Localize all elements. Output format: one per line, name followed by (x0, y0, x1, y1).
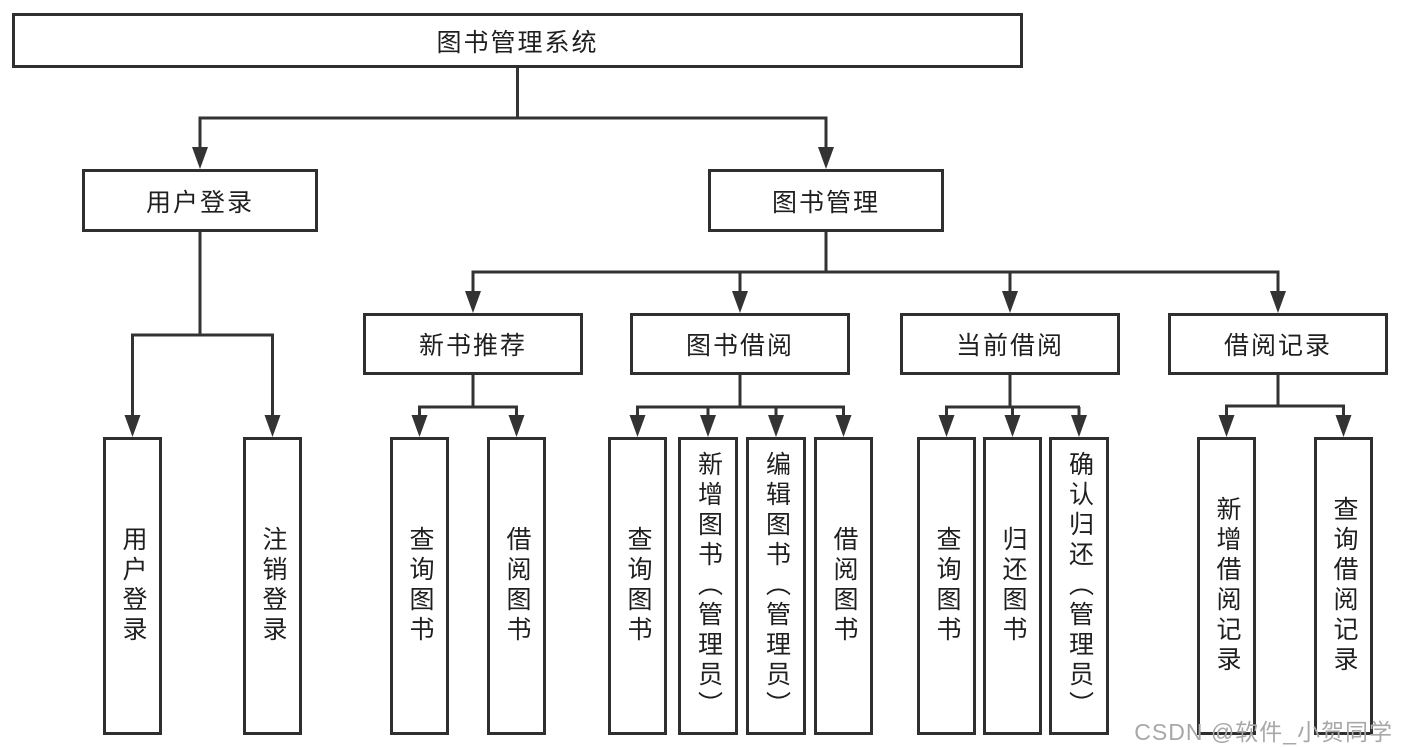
node-leaf-borrow-books-1-label: 借阅图书 (503, 526, 531, 646)
connector-bookborrow-to-leaves (636, 375, 845, 416)
arrowhead (768, 415, 784, 437)
node-leaf-query-books-1: 查询图书 (390, 437, 449, 735)
node-book-management-label: 图书管理 (771, 188, 880, 217)
node-leaf-query-books-2-label: 查询图书 (624, 526, 652, 646)
node-leaf-confirm-return-admin-label: 确认归还（管理员） (1065, 451, 1094, 721)
arrowhead (1270, 291, 1286, 313)
node-leaf-confirm-return-admin: 确认归还（管理员） (1049, 437, 1109, 735)
node-leaf-add-book-admin-label: 新增图书（管理员） (694, 451, 723, 721)
node-leaf-user-login-label: 用户登录 (119, 526, 147, 646)
watermark-text: CSDN @软件_小贺同学 (1134, 719, 1393, 745)
node-root-label: 图书管理系统 (436, 28, 599, 57)
node-leaf-edit-book-admin-label: 编辑图书（管理员） (762, 451, 791, 721)
node-leaf-query-books-3: 查询图书 (917, 437, 976, 735)
node-leaf-borrow-books-2-label: 借阅图书 (830, 526, 858, 646)
node-leaf-logout: 注销登录 (243, 437, 302, 735)
arrowhead (1335, 415, 1352, 437)
node-leaf-borrow-books-1: 借阅图书 (487, 437, 546, 735)
node-leaf-add-borrow-record-label: 新增借阅记录 (1213, 496, 1241, 676)
arrowhead (629, 415, 646, 437)
node-current-borrow: 当前借阅 (900, 313, 1120, 375)
node-root-system: 图书管理系统 (12, 13, 1023, 68)
arrowheads (124, 147, 1352, 437)
node-leaf-query-books-2: 查询图书 (608, 437, 667, 735)
connector-currentborrow-to-leaves (945, 375, 1081, 416)
arrowhead (465, 291, 481, 313)
node-leaf-return-books-label: 归还图书 (999, 526, 1027, 646)
node-borrow-records-label: 借阅记录 (1223, 332, 1332, 360)
node-leaf-return-books: 归还图书 (983, 437, 1042, 735)
connector-userlogin-to-leaves (131, 232, 274, 416)
node-leaf-query-borrow-record-label: 查询借阅记录 (1330, 496, 1358, 676)
node-leaf-query-borrow-record: 查询借阅记录 (1314, 437, 1373, 735)
node-leaf-add-borrow-record: 新增借阅记录 (1197, 437, 1256, 735)
node-new-book-recommend-label: 新书推荐 (418, 332, 527, 360)
arrowhead (508, 415, 525, 437)
node-leaf-query-books-3-label: 查询图书 (933, 526, 961, 646)
node-user-login-label: 用户登录 (145, 188, 254, 217)
node-book-management: 图书管理 (708, 169, 944, 232)
arrowhead (192, 147, 208, 169)
node-borrow-records: 借阅记录 (1168, 313, 1388, 375)
connector-root-to-level2 (198, 68, 828, 148)
node-current-borrow-label: 当前借阅 (955, 332, 1064, 360)
arrowhead (1002, 291, 1018, 313)
arrowhead (835, 415, 852, 437)
node-leaf-edit-book-admin: 编辑图书（管理员） (746, 437, 806, 735)
node-leaf-user-login: 用户登录 (103, 437, 162, 735)
node-book-borrow: 图书借阅 (630, 313, 850, 375)
connector-borrowrecords-to-leaves (1225, 375, 1345, 416)
arrowhead (1218, 415, 1235, 437)
node-leaf-borrow-books-2: 借阅图书 (814, 437, 873, 735)
connector-bookmgmt-to-level3 (471, 232, 1280, 292)
arrowhead (938, 415, 955, 437)
arrowhead (818, 147, 834, 169)
node-user-login: 用户登录 (82, 169, 318, 232)
arrowhead (124, 415, 141, 437)
arrowhead (264, 415, 281, 437)
arrowhead (1004, 415, 1021, 437)
node-leaf-logout-label: 注销登录 (259, 526, 287, 646)
node-new-book-recommend: 新书推荐 (363, 313, 583, 375)
connector-newbookrec-to-leaves (418, 375, 518, 416)
arrowhead (700, 415, 716, 437)
arrowhead (732, 291, 748, 313)
node-book-borrow-label: 图书借阅 (685, 332, 794, 360)
arrowhead (1071, 415, 1087, 437)
node-leaf-query-books-1-label: 查询图书 (406, 526, 434, 646)
connector-paths (131, 68, 1345, 416)
arrowhead (411, 415, 428, 437)
node-leaf-add-book-admin: 新增图书（管理员） (678, 437, 738, 735)
